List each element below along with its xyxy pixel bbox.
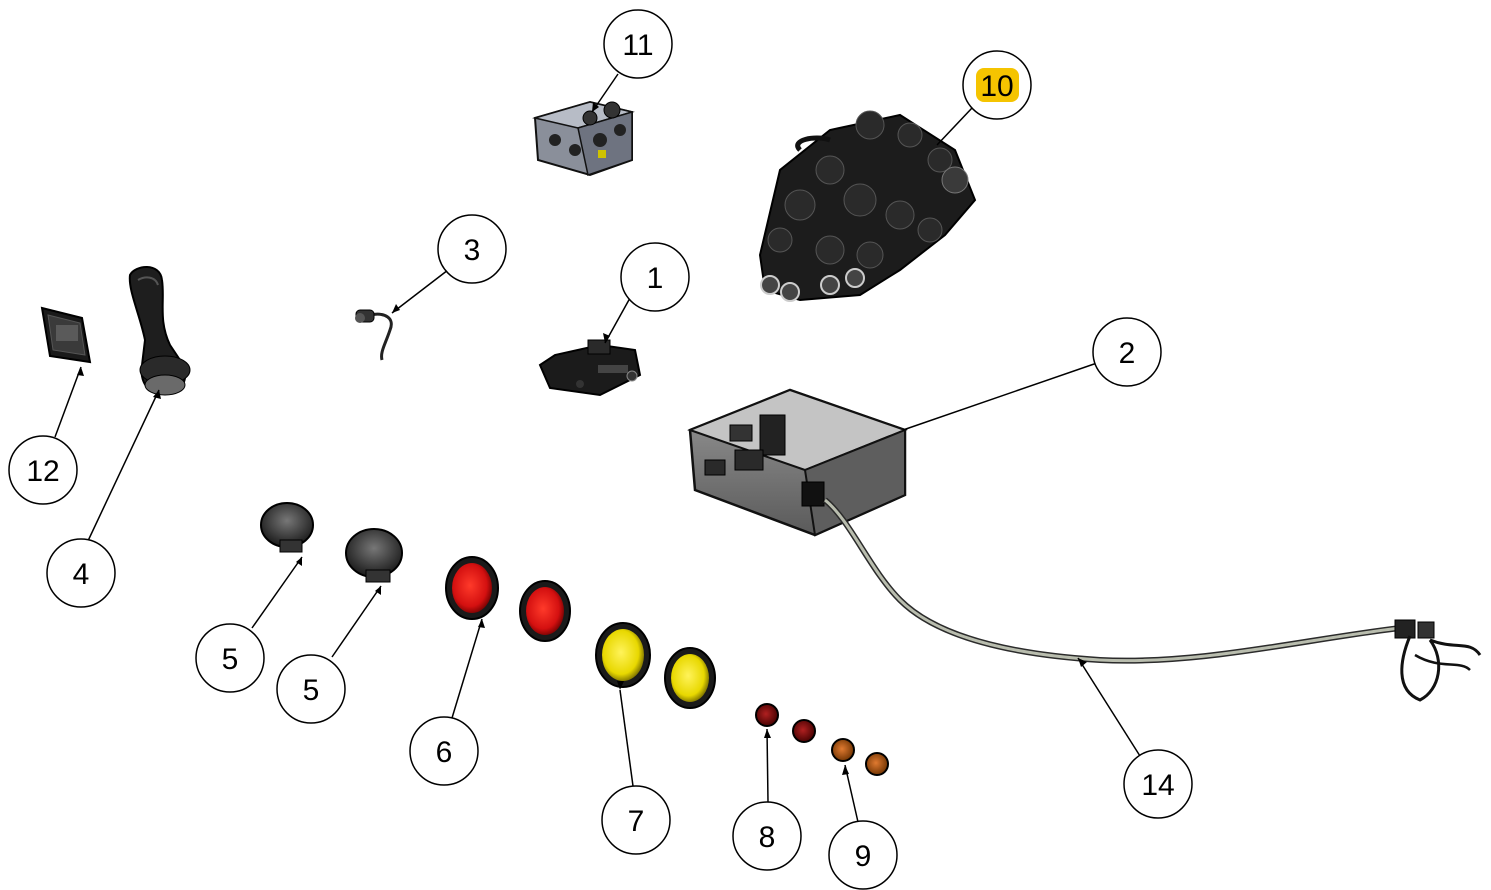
callout-14[interactable]: 14	[1123, 749, 1193, 819]
callout-3[interactable]: 3	[437, 214, 507, 284]
callout-label: 2	[1119, 337, 1136, 370]
part-display-12[interactable]	[40, 306, 92, 364]
part-red-lamp-6a[interactable]	[445, 556, 499, 620]
callout-6[interactable]: 6	[409, 716, 479, 786]
callout-label: 11	[622, 29, 653, 62]
highlight-marker	[976, 68, 1019, 102]
leader-6	[451, 618, 483, 719]
leader-14	[1077, 657, 1141, 757]
callout-label: 8	[759, 821, 776, 854]
callout-label: 9	[855, 840, 872, 873]
callout-12[interactable]: 12	[8, 435, 78, 505]
leader-5b	[331, 585, 382, 658]
callout-label: 10	[980, 70, 1013, 103]
callout-label: 1	[647, 262, 664, 295]
part-electrical-box-2[interactable]	[687, 388, 908, 537]
part-red-lamp-6b[interactable]	[519, 580, 571, 642]
leader-3	[391, 269, 449, 314]
leader-lines	[54, 73, 1141, 823]
callout-8[interactable]: 8	[732, 801, 802, 871]
part-valve-block-11[interactable]	[532, 100, 635, 177]
callout-label: 5	[222, 643, 239, 676]
part-marker-amber-9a[interactable]	[831, 738, 855, 762]
callout-2[interactable]: 2	[1092, 317, 1162, 387]
leader-12	[54, 366, 82, 438]
callout-5b[interactable]: 5	[276, 654, 346, 724]
callout-11[interactable]: 11	[603, 9, 673, 79]
leader-1	[604, 297, 631, 344]
part-marker-amber-9b[interactable]	[865, 752, 889, 776]
callout-10[interactable]: 10	[962, 50, 1032, 120]
callout-label: 3	[464, 234, 481, 267]
part-work-light-5b[interactable]	[345, 528, 403, 583]
callout-4[interactable]: 4	[46, 538, 116, 608]
callout-label: 5	[303, 674, 320, 707]
part-hydraulic-manifold-10[interactable]	[758, 110, 977, 302]
callout-5a[interactable]: 5	[195, 623, 265, 693]
leader-8	[766, 728, 769, 803]
part-yellow-lamp-7b[interactable]	[664, 647, 716, 709]
part-joystick-4[interactable]	[128, 266, 191, 396]
part-marker-red-8a[interactable]	[755, 703, 779, 727]
callout-1[interactable]: 1	[620, 242, 690, 312]
leader-5a	[251, 556, 303, 629]
part-marker-red-8b[interactable]	[792, 719, 816, 743]
leader-7	[619, 689, 634, 787]
callout-label: 6	[436, 736, 453, 769]
part-sensor-3[interactable]	[355, 309, 393, 361]
leader-arrowheads	[77, 102, 1087, 775]
leader-10	[936, 107, 973, 146]
callout-label: 7	[628, 805, 645, 838]
leader-4	[86, 389, 160, 544]
callout-label: 12	[26, 455, 59, 488]
callout-label: 4	[73, 558, 90, 591]
callout-7[interactable]: 7	[601, 785, 671, 855]
leader-2	[902, 362, 1098, 431]
part-wiring-harness-14[interactable]	[823, 497, 1482, 702]
callout-label: 14	[1141, 769, 1174, 802]
part-yellow-lamp-7a[interactable]	[595, 622, 651, 688]
callout-9[interactable]: 9	[828, 820, 898, 890]
part-controller-1[interactable]	[538, 339, 642, 397]
part-work-light-5a[interactable]	[260, 502, 314, 553]
leader-9	[844, 764, 859, 823]
